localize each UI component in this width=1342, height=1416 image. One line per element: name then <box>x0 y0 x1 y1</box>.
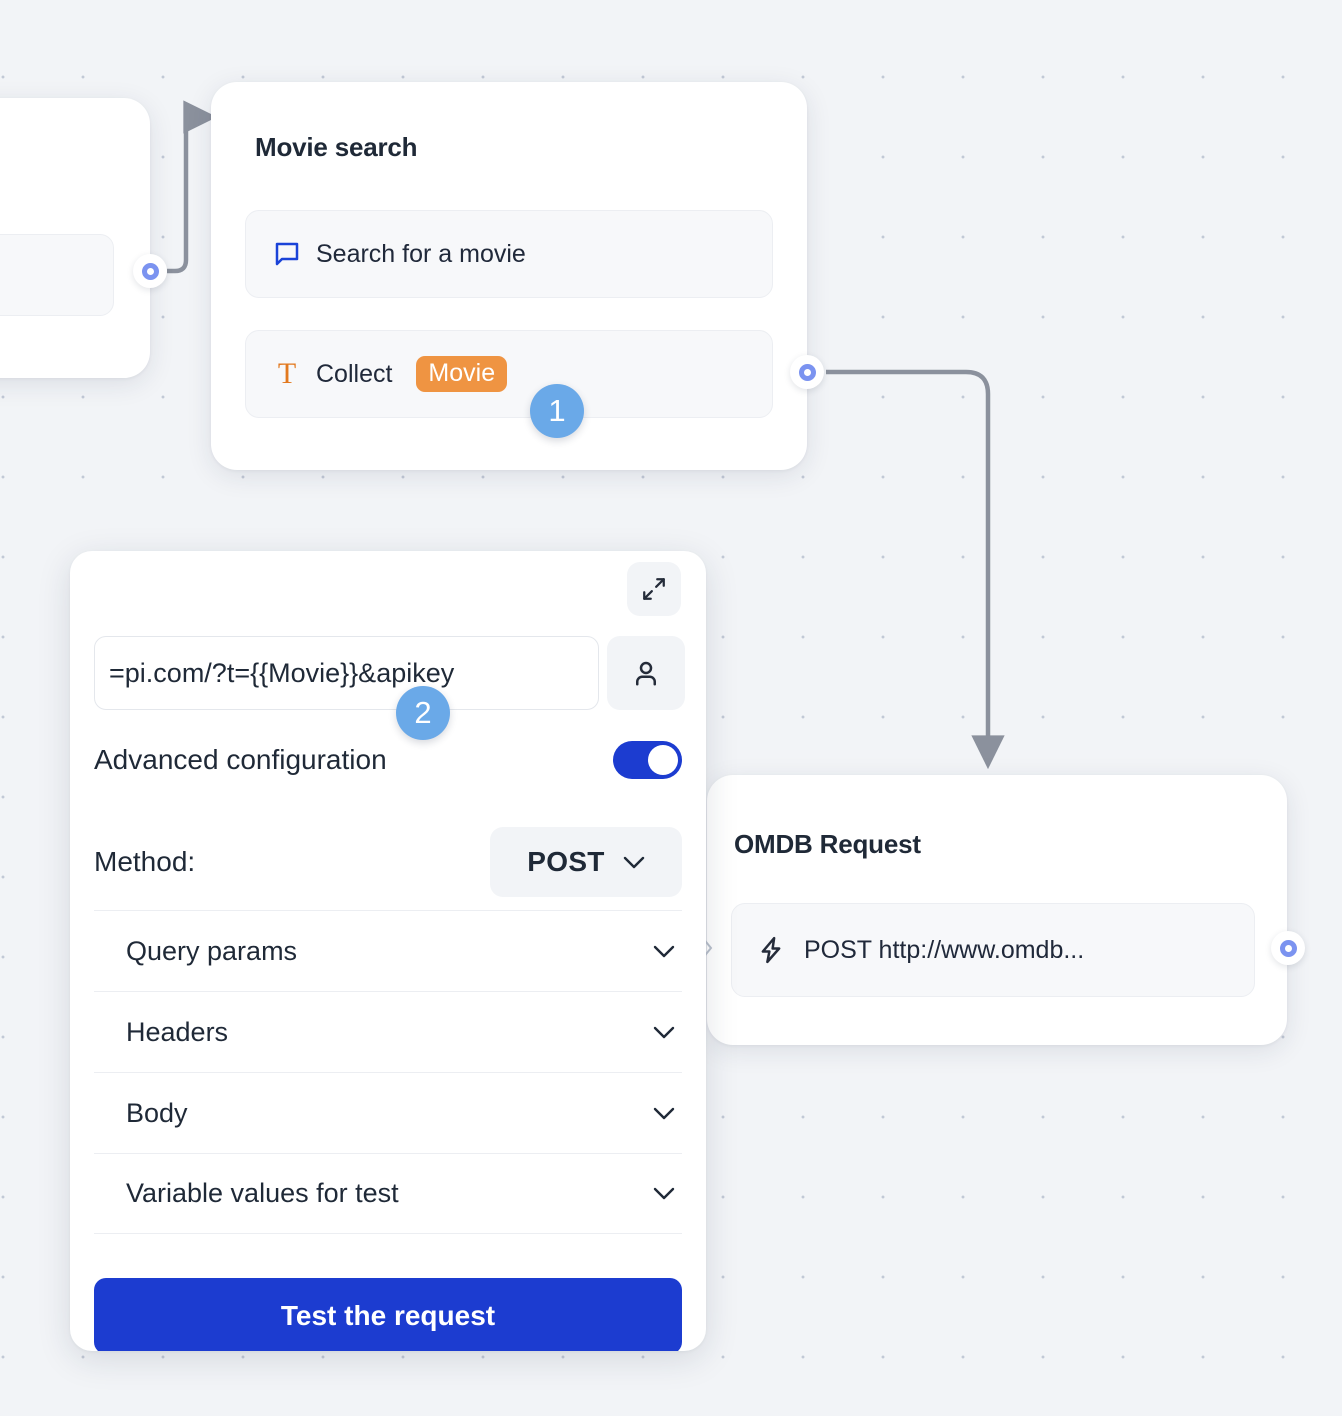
accordion-label-body: Body <box>126 1097 188 1128</box>
omdb-request-node[interactable]: OMDB Request POST http://www.omdb... <box>707 775 1287 1045</box>
omdb-request-title: OMDB Request <box>734 829 921 859</box>
accordion-label-headers: Headers <box>126 1016 229 1047</box>
partial-node-left[interactable] <box>0 98 150 378</box>
edge-partial-to-movie-search <box>167 100 218 274</box>
row-label-search: Search for a movie <box>316 239 526 268</box>
accordion-item-query-params[interactable]: Query params <box>94 910 682 991</box>
node-row-post-request[interactable]: POST http://www.omdb... <box>731 903 1255 997</box>
advanced-configuration-label: Advanced configuration <box>94 744 387 775</box>
speech-bubble-icon <box>272 239 302 269</box>
movie-search-title: Movie search <box>255 132 418 162</box>
accordion-item-body[interactable]: Body <box>94 1072 682 1153</box>
chevron-down-icon <box>623 856 644 868</box>
chevron-down-icon[interactable] <box>653 945 675 958</box>
chevron-down-icon[interactable] <box>653 1107 675 1120</box>
chevron-down-icon[interactable] <box>653 1187 675 1200</box>
person-icon <box>636 661 656 686</box>
expand-diagonal-icon-button[interactable] <box>627 562 681 616</box>
movie-search-node[interactable]: Movie search Search for a movie T Collec… <box>211 82 807 470</box>
edge-movie-search-to-omdb <box>826 369 1005 770</box>
method-label: Method: <box>94 846 196 877</box>
port-omdb-request-output[interactable] <box>1271 931 1305 965</box>
variable-chip-movie[interactable]: Movie <box>416 356 508 392</box>
request-config-panel[interactable]: Advanced configuration Method: POST Quer… <box>70 551 706 1351</box>
port-partial-node-output[interactable] <box>133 254 167 288</box>
method-row: Method: POST <box>94 827 682 897</box>
accordion-label-variable-values-for-test: Variable values for test <box>126 1178 399 1208</box>
expand-diagonal-icon <box>643 578 665 600</box>
method-select[interactable]: POST <box>490 827 682 897</box>
person-icon-button[interactable] <box>607 636 685 710</box>
row-label-post-url: POST http://www.omdb... <box>804 935 1085 964</box>
node-row-collect-movie[interactable]: T Collect Movie <box>245 330 773 418</box>
partial-node-row[interactable] <box>0 234 114 316</box>
accordion-item-headers[interactable]: Headers <box>94 991 682 1072</box>
lightning-bolt-icon <box>756 935 786 965</box>
text-t-icon: T <box>277 357 297 390</box>
accordion-label-query-params: Query params <box>126 935 298 966</box>
method-value: POST <box>527 846 605 877</box>
chevron-down-icon[interactable] <box>653 1026 675 1039</box>
step-badge-1: 1 <box>530 384 584 438</box>
node-row-search-for-a-movie[interactable]: Search for a movie <box>245 210 773 298</box>
row-label-collect: Collect <box>316 359 393 388</box>
advanced-configuration-row: Advanced configuration <box>94 741 682 779</box>
advanced-configuration-toggle[interactable] <box>613 741 682 779</box>
test-the-request-button[interactable]: Test the request <box>94 1278 682 1351</box>
request-accordion: Query params Headers Body Variable value… <box>94 910 682 1234</box>
accordion-item-variable-values-for-test[interactable]: Variable values for test <box>94 1153 682 1234</box>
request-url-input[interactable] <box>94 636 599 710</box>
url-row <box>94 636 685 710</box>
step-badge-2: 2 <box>396 686 450 740</box>
port-movie-search-output[interactable] <box>790 355 824 389</box>
